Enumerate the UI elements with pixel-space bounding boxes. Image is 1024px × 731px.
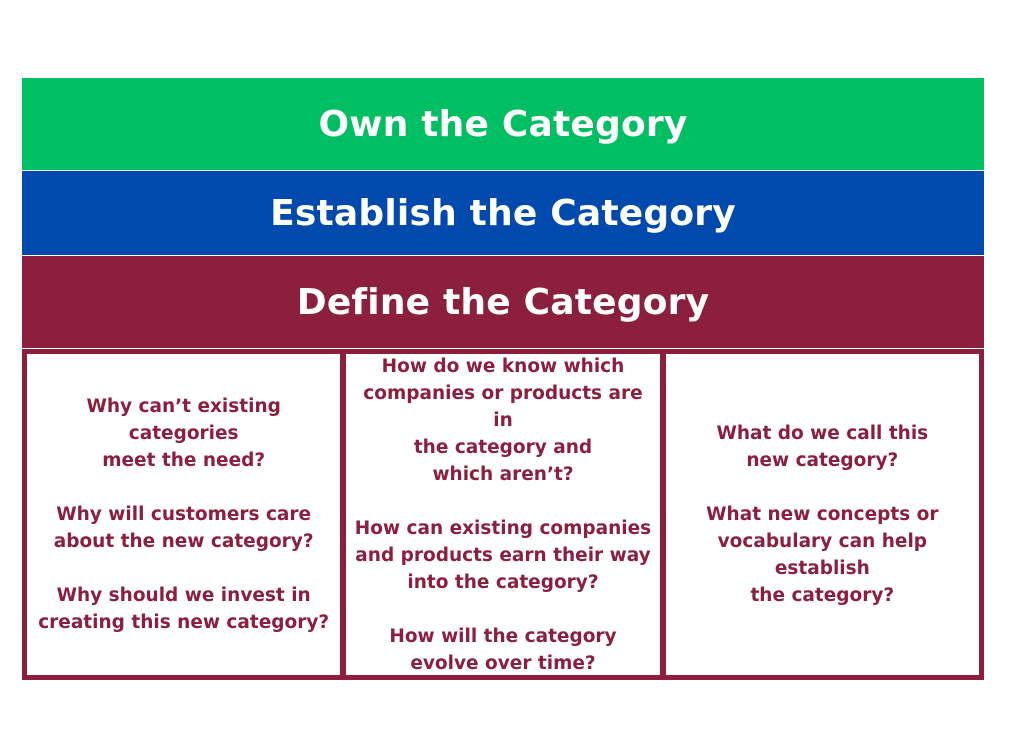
question-text: How will the category evolve over time? — [389, 625, 617, 674]
own-the-category-label: Own the Category — [318, 103, 688, 145]
question-column-3: What do we call this new category? What … — [665, 354, 979, 675]
define-the-category-band: Define the Category — [22, 256, 984, 348]
question-text: Why should we invest in creating this ne… — [38, 585, 330, 633]
question-column-1: Why can’t existing categories meet the n… — [27, 354, 341, 675]
question-text: How can existing companies and products … — [354, 517, 652, 593]
define-the-category-label: Define the Category — [296, 281, 710, 323]
own-the-category-band: Own the Category — [22, 78, 984, 170]
question-text: How do we know which companies or produc… — [363, 355, 643, 485]
question-text: Why will customers care about the new ca… — [53, 504, 314, 552]
establish-the-category-band: Establish the Category — [22, 171, 984, 255]
question-text: What do we call this new category? — [716, 423, 929, 471]
question-column-2: How do we know which companies or produc… — [346, 354, 660, 675]
establish-the-category-label: Establish the Category — [270, 192, 736, 234]
question-grid: Why can’t existing categories meet the n… — [22, 349, 984, 680]
question-text: What new concepts or vocabulary can help… — [706, 504, 939, 606]
question-text: Why can’t existing categories meet the n… — [86, 396, 281, 471]
